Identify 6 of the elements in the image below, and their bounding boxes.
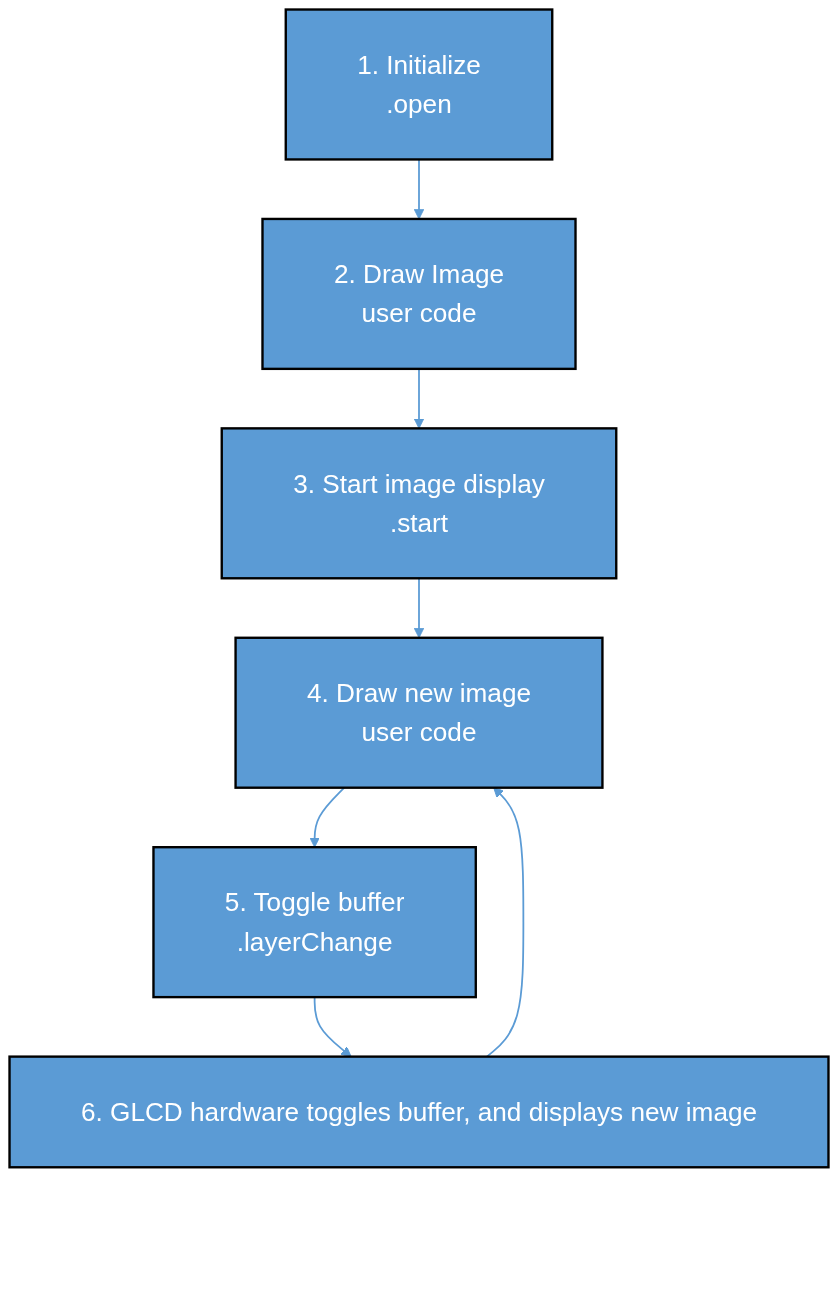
node-box: 1. Initialize .open <box>284 8 554 161</box>
node-box: 4. Draw new image user code <box>234 636 604 789</box>
node-box: 5. Toggle buffer .layerChange <box>152 846 477 999</box>
node-box: 2. Draw Image user code <box>261 217 577 371</box>
node-box: 6. GLCD hardware toggles buffer, and displays new image <box>8 1055 830 1169</box>
node-box: 3. Start image display .start <box>220 427 618 580</box>
